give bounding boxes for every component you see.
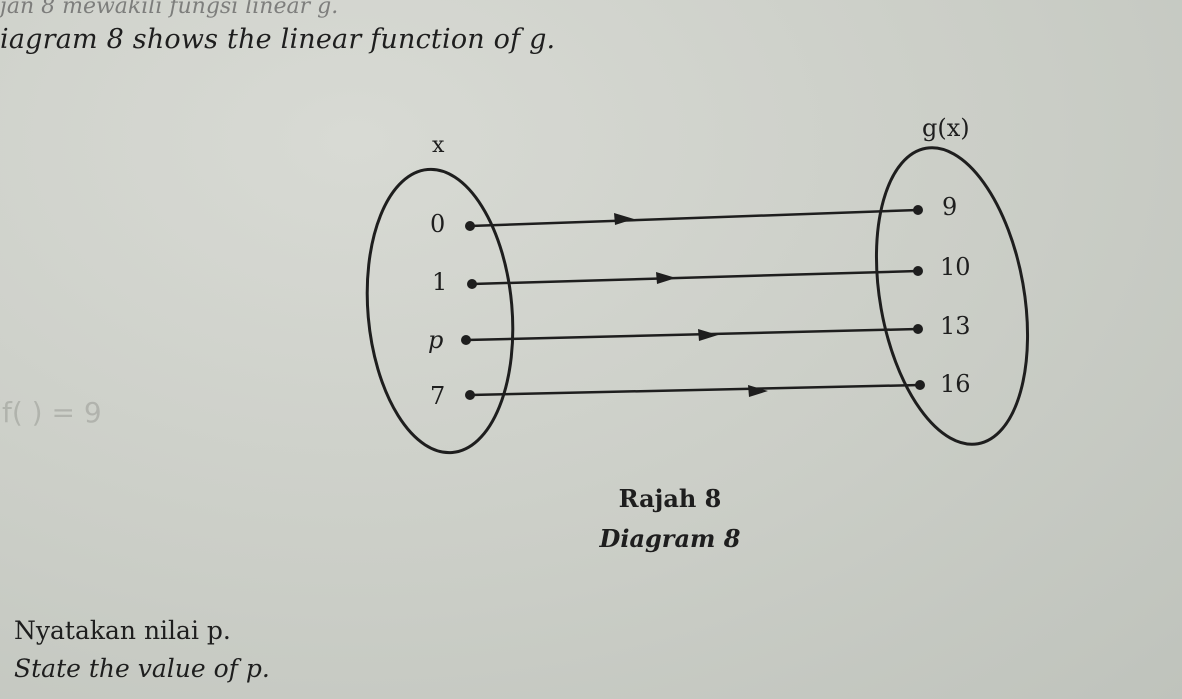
arrowhead-3 xyxy=(698,329,718,341)
pencil-mark: f( ) = 9 xyxy=(2,396,102,429)
domain-value-p: p xyxy=(428,326,443,354)
codomain-value-3: 16 xyxy=(940,370,971,398)
codomain-value-0: 9 xyxy=(942,193,957,221)
arrowhead-1 xyxy=(614,213,634,225)
domain-dot-4 xyxy=(465,390,475,400)
codomain-value-2: 13 xyxy=(940,312,971,340)
arrowhead-2 xyxy=(656,272,676,284)
domain-dot-2 xyxy=(467,279,477,289)
question-malay: Nyatakan nilai p. xyxy=(14,616,231,645)
codomain-set-ellipse xyxy=(874,146,1030,446)
domain-value-3: 7 xyxy=(430,382,445,410)
codomain-value-1: 10 xyxy=(940,253,971,281)
codomain-dot-4 xyxy=(915,380,925,390)
codomain-dot-3 xyxy=(913,324,923,334)
diagram-caption-malay: Rajah 8 xyxy=(618,484,722,513)
intro-text: iagram 8 shows the linear function of g. xyxy=(0,24,556,55)
arrowhead-4 xyxy=(748,385,768,397)
codomain-dot-2 xyxy=(913,266,923,276)
domain-dot-3 xyxy=(461,335,471,345)
domain-value-0: 0 xyxy=(430,210,445,238)
codomain-dot-1 xyxy=(913,205,923,215)
cropped-header-text: jan 8 mewakili fungsi linear g. xyxy=(0,0,339,19)
mapping-line-1 xyxy=(469,208,919,228)
domain-dot-1 xyxy=(465,221,475,231)
mapping-line-4 xyxy=(469,383,921,397)
domain-label: x xyxy=(432,133,445,158)
mapping-line-2 xyxy=(471,269,919,286)
domain-set-ellipse xyxy=(365,167,515,455)
codomain-label: g(x) xyxy=(922,114,970,142)
diagram-caption-english: Diagram 8 xyxy=(599,524,741,553)
question-english: State the value of p. xyxy=(14,654,270,683)
mapping-line-3 xyxy=(465,327,919,342)
domain-value-1: 1 xyxy=(432,268,447,296)
